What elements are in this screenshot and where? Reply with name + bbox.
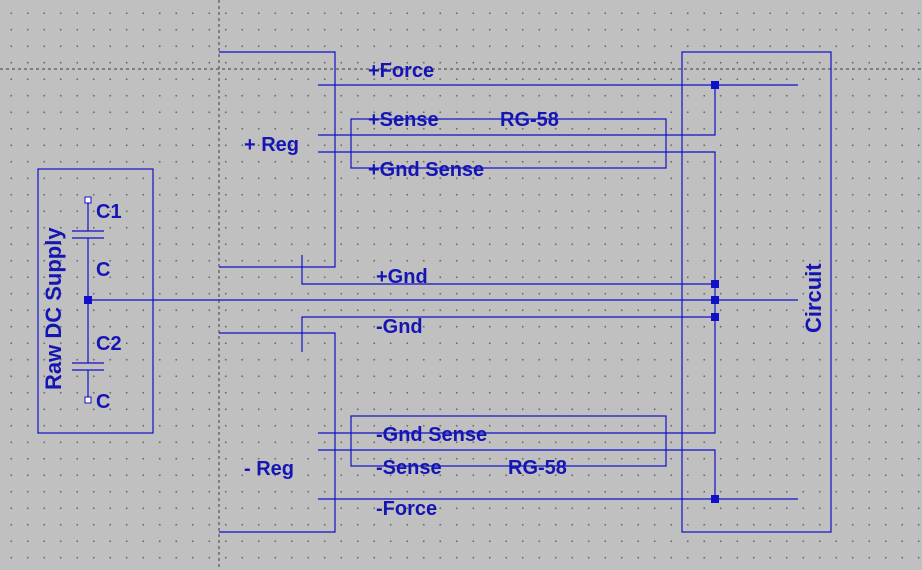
wire-plus-gnd-sense[interactable] <box>318 151 716 300</box>
label-c2-ref: C2 <box>96 333 122 355</box>
minus-reg-box[interactable] <box>219 332 336 533</box>
wire-plus-sense[interactable] <box>318 85 716 136</box>
label-minus-force: -Force <box>376 498 437 520</box>
label-minus-gnd-sense: -Gnd Sense <box>376 424 487 446</box>
capacitor-c1[interactable] <box>72 196 104 300</box>
label-plus-gnd: +Gnd <box>376 266 428 288</box>
wire-minus-sense[interactable] <box>318 449 716 499</box>
circuit-box[interactable] <box>681 51 832 533</box>
label-plus-reg: + Reg <box>244 134 299 156</box>
label-c2-value: C <box>96 391 110 413</box>
label-minus-sense: -Sense <box>376 457 442 479</box>
junction-minus-gnd <box>711 313 719 321</box>
rg58-top-box[interactable] <box>350 118 667 169</box>
label-c1-value: C <box>96 259 110 281</box>
c2-pin-icon <box>84 396 92 404</box>
label-rg58-top: RG-58 <box>500 109 559 131</box>
c1-pin-icon <box>84 196 92 204</box>
raw-dc-supply-box[interactable] <box>37 168 154 434</box>
plus-reg-box[interactable] <box>219 51 336 268</box>
label-minus-reg: - Reg <box>244 458 294 480</box>
label-rg58-bottom: RG-58 <box>508 457 567 479</box>
label-plus-force: +Force <box>368 60 434 82</box>
label-minus-gnd: -Gnd <box>376 316 423 338</box>
junction-minus-force <box>711 495 719 503</box>
label-plus-gnd-sense: +Gnd Sense <box>368 159 484 181</box>
label-c1-ref: C1 <box>96 201 122 223</box>
label-raw-dc-supply: Raw DC Supply <box>41 227 66 390</box>
wire-plus-gnd[interactable] <box>301 255 715 285</box>
label-circuit: Circuit <box>801 263 826 333</box>
capacitor-c2[interactable] <box>72 300 104 404</box>
wire-minus-gnd-sense[interactable] <box>318 300 716 434</box>
junction-common-ground <box>711 296 719 304</box>
label-plus-sense: +Sense <box>368 109 439 131</box>
wire-minus-gnd[interactable] <box>301 316 715 352</box>
junction-plus-gnd <box>711 280 719 288</box>
junction-plus-force <box>711 81 719 89</box>
rg58-bottom-box[interactable] <box>350 415 667 467</box>
junction-supply-midpoint <box>84 296 92 304</box>
